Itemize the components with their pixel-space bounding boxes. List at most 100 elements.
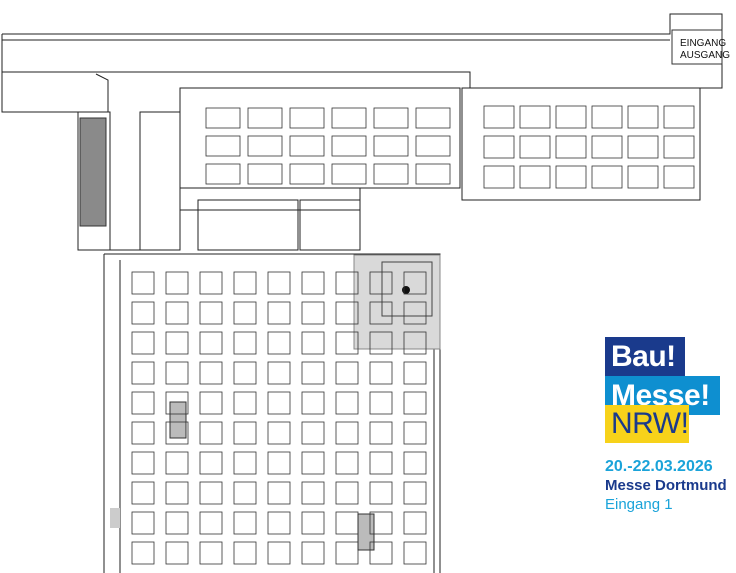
booth [165, 271, 189, 295]
booth [301, 361, 325, 385]
booth [301, 301, 325, 325]
booth [131, 511, 155, 535]
booth [627, 135, 659, 159]
booth [301, 391, 325, 415]
booth [369, 481, 393, 505]
booth [627, 105, 659, 129]
event-entrance: Eingang 1 [605, 496, 673, 513]
logo-bau: Bau! [605, 337, 685, 376]
booth [131, 481, 155, 505]
booth [199, 541, 223, 565]
booth [205, 163, 241, 185]
booth [301, 541, 325, 565]
booth [335, 511, 359, 535]
booth [663, 135, 695, 159]
booth [131, 451, 155, 475]
booth [301, 331, 325, 355]
main-hall-booths [131, 271, 427, 565]
booth [165, 541, 189, 565]
booth [289, 163, 325, 185]
booth [131, 271, 155, 295]
upper-hall [179, 87, 461, 189]
booth [289, 135, 325, 157]
booth [205, 107, 241, 129]
booth [335, 301, 359, 325]
booth [335, 331, 359, 355]
booth [199, 511, 223, 535]
booth [165, 361, 189, 385]
booth [131, 361, 155, 385]
booth [663, 165, 695, 189]
booth [591, 165, 623, 189]
booth [267, 361, 291, 385]
booth [519, 135, 551, 159]
booth [483, 135, 515, 159]
booth [555, 165, 587, 189]
booth [233, 391, 257, 415]
booth [369, 361, 393, 385]
exit-label: AUSGANG [680, 50, 731, 61]
right-hall [461, 87, 701, 201]
booth [555, 135, 587, 159]
booth [233, 481, 257, 505]
booth [331, 135, 367, 157]
right-hall-booths [483, 105, 695, 189]
booth [403, 541, 427, 565]
booth [331, 163, 367, 185]
booth [289, 107, 325, 129]
booth [335, 451, 359, 475]
booth [247, 163, 283, 185]
booth [591, 105, 623, 129]
booth [403, 481, 427, 505]
booth [131, 301, 155, 325]
booth [199, 391, 223, 415]
booth [415, 107, 451, 129]
booth [335, 481, 359, 505]
booth [233, 541, 257, 565]
booth [267, 481, 291, 505]
booth [403, 451, 427, 475]
booth [369, 271, 393, 295]
booth [331, 107, 367, 129]
booth [165, 391, 189, 415]
booth [369, 511, 393, 535]
booth [591, 135, 623, 159]
booth [165, 511, 189, 535]
booth [403, 331, 427, 355]
booth [267, 451, 291, 475]
booth [233, 511, 257, 535]
staircase-main-2 [357, 513, 375, 551]
booth [233, 421, 257, 445]
booth [373, 135, 409, 157]
logo-nrw: NRW! [605, 405, 689, 443]
booth [369, 331, 393, 355]
booth [663, 105, 695, 129]
booth [131, 541, 155, 565]
booth [369, 451, 393, 475]
booth [369, 301, 393, 325]
booth [199, 271, 223, 295]
booth [403, 301, 427, 325]
booth [335, 361, 359, 385]
staircase-main-1 [169, 401, 187, 439]
booth [267, 421, 291, 445]
booth [233, 451, 257, 475]
booth [301, 511, 325, 535]
booth [199, 331, 223, 355]
booth [483, 105, 515, 129]
booth [233, 301, 257, 325]
booth [199, 481, 223, 505]
entrance-label: EINGANG [680, 38, 727, 49]
booth [373, 163, 409, 185]
booth [403, 511, 427, 535]
booth [131, 391, 155, 415]
booth [205, 135, 241, 157]
booth [165, 421, 189, 445]
upper-hall-booths [205, 107, 451, 185]
booth [267, 391, 291, 415]
booth [267, 301, 291, 325]
booth [627, 165, 659, 189]
highlight-area [353, 254, 441, 350]
left-wing-outline [1, 72, 109, 113]
booth [369, 391, 393, 415]
